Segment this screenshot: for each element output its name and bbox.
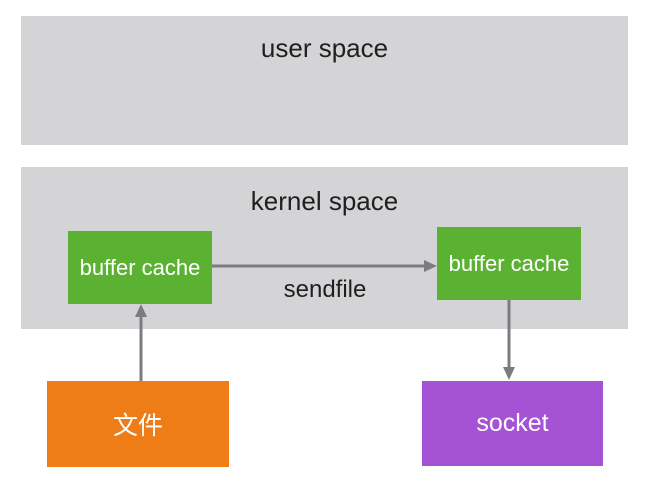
sendfile-arrow-label: sendfile bbox=[283, 276, 367, 303]
buffer-cache-left-label: buffer cache bbox=[79, 254, 201, 280]
buffer-cache-right-label: buffer cache bbox=[448, 250, 570, 276]
kernel-space-label: kernel space bbox=[250, 186, 399, 216]
user-space-label: user space bbox=[260, 33, 389, 63]
buffer-cache-right-box: buffer cache bbox=[437, 227, 581, 300]
file-box-label: 文件 bbox=[112, 412, 163, 440]
user-space-region: user space bbox=[21, 16, 628, 145]
buffer-cache-left-box: buffer cache bbox=[68, 231, 212, 304]
socket-box: socket bbox=[422, 381, 603, 466]
file-box: 文件 bbox=[47, 381, 229, 467]
socket-box-label: socket bbox=[476, 409, 549, 437]
